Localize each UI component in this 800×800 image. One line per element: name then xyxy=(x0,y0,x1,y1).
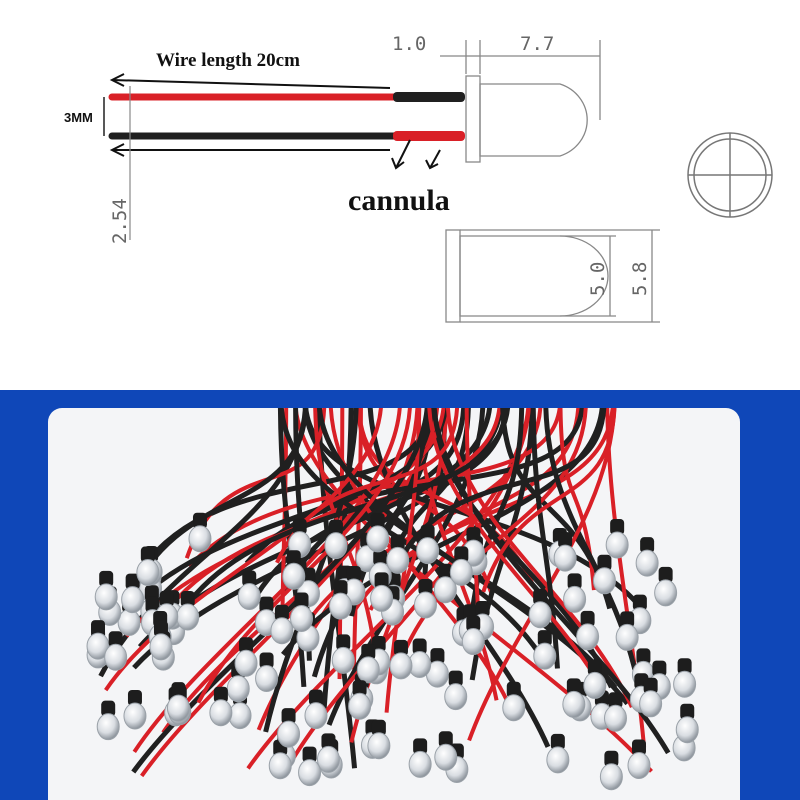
led xyxy=(209,686,233,727)
led xyxy=(166,682,190,722)
led xyxy=(444,670,468,711)
led xyxy=(270,604,294,645)
led xyxy=(324,519,348,560)
led xyxy=(562,678,586,718)
led xyxy=(386,534,410,574)
led xyxy=(592,554,616,595)
led xyxy=(366,512,390,553)
led xyxy=(461,615,485,656)
red-wire xyxy=(108,92,465,102)
wire-strand xyxy=(104,408,383,692)
led xyxy=(639,677,663,718)
led xyxy=(605,518,629,559)
led xyxy=(94,570,118,611)
led xyxy=(563,573,587,613)
lens-diameter-label: 5.0 xyxy=(587,262,609,296)
led xyxy=(433,563,457,604)
led-cluster xyxy=(86,512,699,791)
led xyxy=(528,588,552,629)
led xyxy=(234,637,258,677)
led xyxy=(367,719,391,760)
led xyxy=(277,708,301,748)
wire-strand xyxy=(530,408,560,669)
led xyxy=(449,546,473,586)
led xyxy=(96,700,120,741)
pin-pitch-label: 2.54 xyxy=(109,198,131,244)
led xyxy=(434,731,458,771)
led xyxy=(673,658,697,698)
dimension-diagram: 3MM 2.54 Wire length 20cm cannula xyxy=(64,33,773,323)
led xyxy=(331,634,355,674)
wire-strand xyxy=(187,408,510,604)
led xyxy=(546,733,570,774)
led xyxy=(298,746,322,787)
led xyxy=(237,570,261,610)
black-wire xyxy=(108,131,465,141)
body-length-dimension-label: 7.7 xyxy=(520,33,554,55)
led xyxy=(370,572,394,612)
led xyxy=(416,524,440,565)
led xyxy=(86,620,110,660)
led xyxy=(627,739,651,780)
led-bundle-photo xyxy=(48,408,740,800)
led xyxy=(583,659,607,699)
photo-panel xyxy=(0,390,800,800)
led-front-view xyxy=(687,132,773,218)
led xyxy=(408,638,432,679)
led xyxy=(576,610,600,651)
cannula-label: cannula xyxy=(348,184,450,217)
led xyxy=(304,689,328,730)
led xyxy=(654,566,678,607)
led xyxy=(635,537,659,577)
led xyxy=(553,532,577,572)
led xyxy=(675,703,699,744)
led xyxy=(316,733,340,773)
wire-length-arrows xyxy=(109,73,391,157)
led xyxy=(282,550,306,590)
led xyxy=(615,611,639,651)
led-bundle-illustration xyxy=(86,408,699,791)
led-diameter-view xyxy=(445,229,660,323)
led xyxy=(533,630,557,670)
led xyxy=(502,681,526,722)
led xyxy=(188,512,212,553)
led xyxy=(413,578,437,619)
cannula-arrows xyxy=(391,139,441,170)
wire-length-label: Wire length 20cm xyxy=(156,50,300,71)
wire-strand xyxy=(263,408,359,733)
led xyxy=(136,546,160,587)
wire-strand xyxy=(481,408,617,593)
wire-strand xyxy=(446,408,634,708)
led xyxy=(348,680,372,720)
led xyxy=(603,692,627,732)
led xyxy=(389,639,413,680)
led xyxy=(356,643,380,684)
flange-diameter-label: 5.8 xyxy=(629,262,651,296)
flange-dimension-label: 1.0 xyxy=(392,33,426,55)
led xyxy=(123,689,147,730)
led xyxy=(599,750,623,791)
led xyxy=(290,592,314,633)
led xyxy=(149,620,173,661)
led xyxy=(255,652,279,692)
spacing-label: 3MM xyxy=(64,110,93,125)
led xyxy=(408,738,432,778)
led xyxy=(121,573,145,614)
led xyxy=(104,631,128,671)
led-side-view xyxy=(440,40,601,163)
led xyxy=(329,580,353,620)
